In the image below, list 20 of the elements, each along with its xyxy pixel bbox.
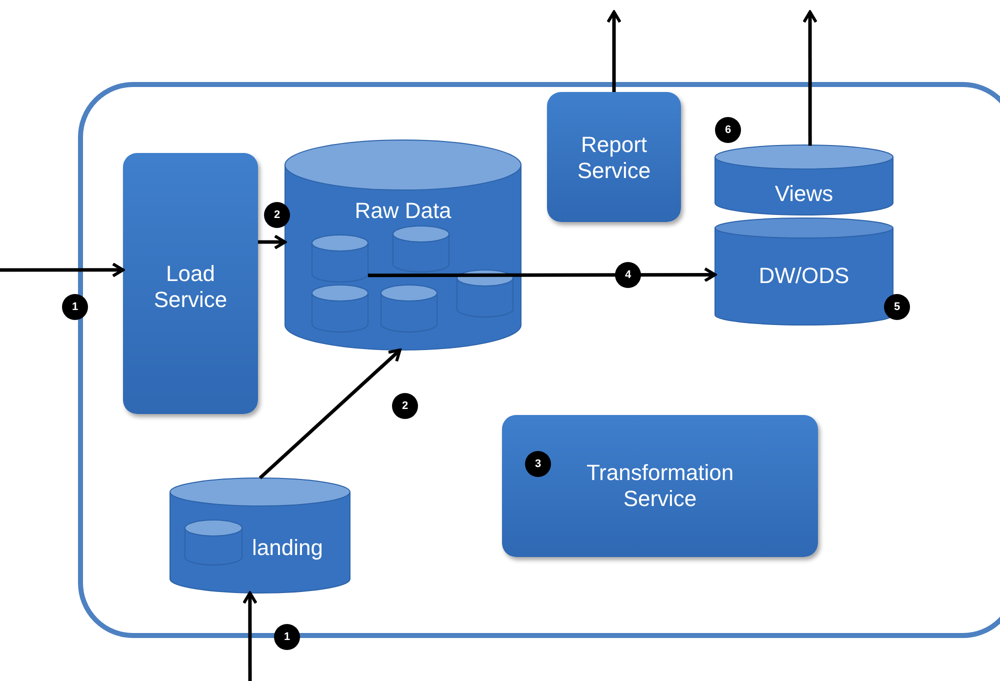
arrow	[258, 234, 286, 250]
node-label: landing	[252, 535, 324, 561]
service-box	[502, 415, 818, 557]
arrow	[258, 348, 402, 480]
node-label: Load Service	[152, 261, 228, 313]
system-boundary	[78, 82, 1000, 638]
arrow	[0, 262, 124, 278]
service-box	[123, 153, 258, 414]
callout-number: 1	[62, 294, 88, 320]
arrow	[368, 267, 716, 282]
node-label: Report Service	[576, 132, 652, 184]
node-label: Views	[774, 181, 834, 207]
node-label: Raw Data	[354, 198, 452, 224]
arrow	[802, 10, 818, 146]
service-box	[547, 92, 681, 222]
node-label: DW/ODS	[758, 263, 850, 289]
node-label: Transformation Service	[585, 460, 735, 512]
arrow	[242, 592, 258, 681]
arrow	[606, 10, 622, 92]
callout-number: 1	[274, 624, 300, 650]
